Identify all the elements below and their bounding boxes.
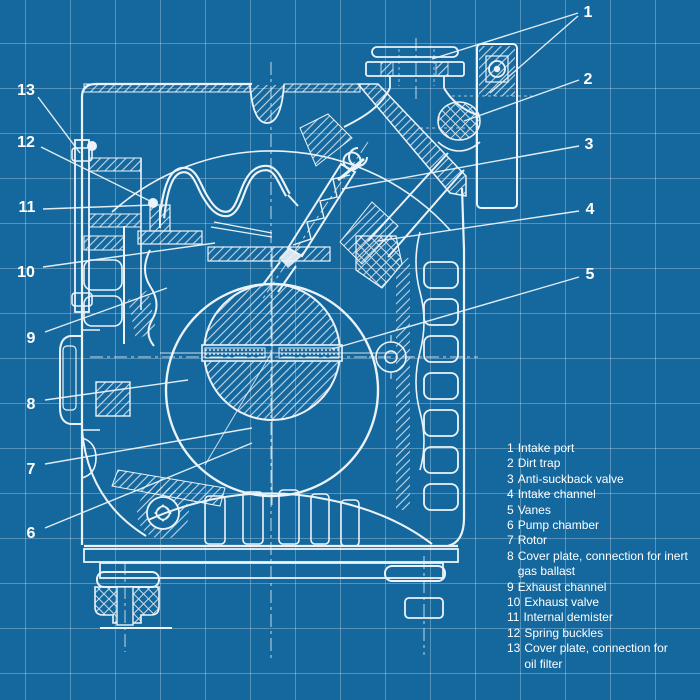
legend-num: 4 — [507, 487, 514, 502]
callout-4: 4 — [377, 201, 595, 242]
valve-hook — [348, 147, 368, 167]
callout-label-12: 12 — [17, 134, 35, 151]
callout-7: 7 — [27, 427, 253, 478]
callout-label-2: 2 — [584, 71, 593, 88]
legend-label: Spring buckles — [524, 625, 604, 640]
callout-label-5: 5 — [586, 266, 595, 283]
legend-label: Pump chamber — [517, 518, 600, 533]
centerlines — [90, 38, 478, 660]
callout-8: 8 — [27, 379, 189, 413]
foot-right-mount — [384, 565, 446, 582]
callout-13: 13 — [17, 82, 81, 154]
cooling-fins — [396, 231, 459, 511]
exhaust-channel — [83, 226, 158, 347]
legend-num: 7 — [507, 533, 514, 548]
callouts-layer: 1 2 3 4 5 6 7 8 — [17, 4, 594, 542]
callout-label-7: 7 — [27, 461, 36, 478]
foot-left-mount — [96, 571, 160, 588]
spring-buckle-top — [71, 147, 93, 162]
callout-12: 12 — [17, 134, 151, 202]
rotor — [160, 248, 395, 505]
legend-label: Dirt trap — [517, 456, 561, 471]
legend-num: 11 — [507, 610, 520, 625]
spring-buckle-bottom — [71, 292, 93, 307]
callout-2: 2 — [463, 71, 593, 122]
callout-label-4: 4 — [586, 201, 595, 218]
exhaust-valve — [137, 204, 331, 262]
legend-label: Cover plate, connection for inert gas ba… — [517, 548, 688, 579]
legend-label: Cover plate, connection for oil filter — [524, 641, 668, 671]
valve-spring — [292, 174, 351, 246]
intake-port — [343, 43, 532, 209]
pump-casing — [80, 82, 467, 548]
callout-5: 5 — [331, 266, 595, 350]
legend-label: Vanes — [517, 502, 551, 517]
intake-screw — [488, 60, 506, 78]
legend-num: 12 — [507, 625, 521, 640]
callout-label-13: 13 — [17, 82, 35, 99]
base-assembly — [83, 469, 459, 655]
callout-label-9: 9 — [27, 330, 36, 347]
legend-label: Exhaust channel — [517, 579, 607, 594]
legend-num: 9 — [507, 579, 514, 594]
legend-label: Anti-suckback valve — [517, 471, 624, 486]
legend-label: Exhaust valve — [524, 595, 600, 610]
callout-label-1: 1 — [584, 4, 593, 21]
legend-num: 6 — [507, 518, 514, 533]
legend-label: Rotor — [517, 533, 548, 548]
anti-suckback-valve — [261, 141, 369, 301]
legend-num: 8 — [507, 548, 514, 563]
cover-plate-gas-ballast — [59, 329, 131, 479]
legend-num: 13 — [507, 641, 521, 656]
callout-3: 3 — [341, 136, 594, 190]
legend-num: 3 — [507, 471, 514, 486]
callout-label-6: 6 — [27, 525, 36, 542]
stator-arc — [111, 150, 451, 231]
legend-num: 10 — [507, 595, 521, 610]
legend-num: 2 — [507, 456, 514, 471]
cover-plate-oil-filter — [71, 139, 142, 313]
callout-6: 6 — [27, 442, 253, 542]
callout-label-11: 11 — [19, 199, 36, 216]
legend-label: Intake channel — [517, 487, 596, 502]
dirt-trap — [437, 101, 481, 152]
callout-label-10: 10 — [17, 264, 35, 281]
legend-label: Intake port — [517, 441, 575, 455]
callout-11: 11 — [19, 199, 153, 216]
callout-1: 1 — [431, 4, 593, 94]
callout-label-8: 8 — [27, 396, 36, 413]
callout-label-3: 3 — [585, 136, 594, 153]
legend-label: Internal demister — [523, 610, 613, 625]
legend-num: 5 — [507, 502, 514, 517]
callout-9: 9 — [27, 287, 168, 347]
legend-num: 1 — [507, 441, 514, 455]
intake-channel — [299, 113, 472, 289]
callout-10: 10 — [17, 242, 216, 281]
